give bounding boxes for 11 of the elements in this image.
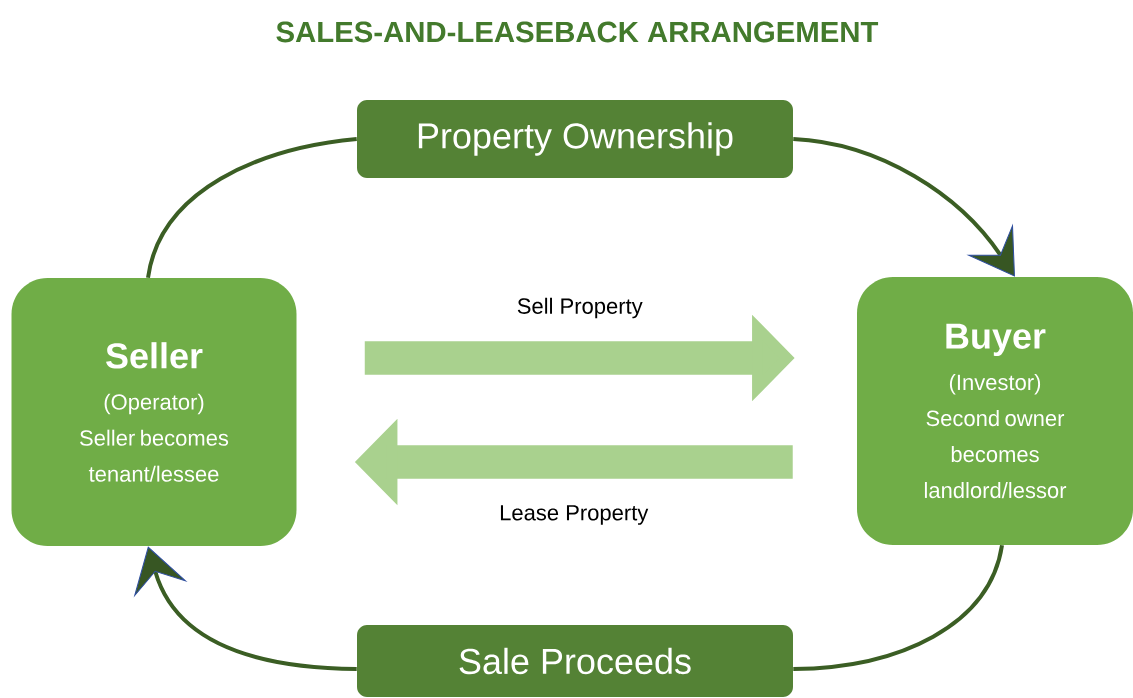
curved-arrow — [133, 546, 357, 671]
edge-label: Sell Property — [517, 297, 643, 319]
rounded-box: Buyer (Investor) Second owner becomes landlord/lessor — [857, 277, 1133, 545]
curved-line — [793, 544, 1004, 671]
rounded-box: Seller (Operator) Seller becomes tenant/lessee — [11, 278, 297, 546]
curved-arrow — [793, 137, 1015, 277]
title: SALES-AND-LEASEBACK ARRANGEMENT — [276, 21, 879, 43]
curved-line — [146, 137, 357, 279]
edge-label: Lease Property — [500, 505, 649, 525]
banner-box: Property Ownership — [357, 100, 793, 178]
banner-box: Sale Proceeds — [357, 625, 793, 697]
